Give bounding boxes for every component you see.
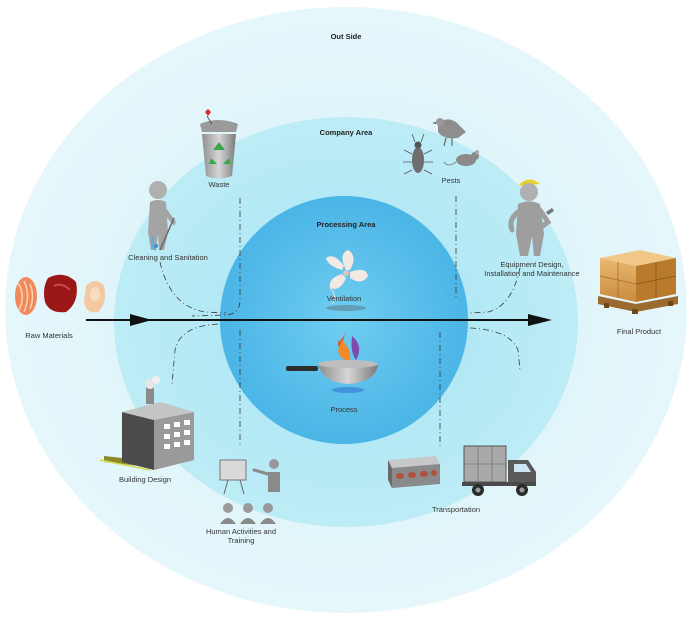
transport-truck-icon <box>462 445 536 496</box>
factory-building-icon <box>99 376 194 471</box>
conveyor-icon <box>388 456 440 488</box>
ventilation-fan-icon <box>326 250 368 311</box>
maintenance-worker-icon <box>508 179 554 256</box>
company-zone-label: Company Area <box>319 128 373 137</box>
outside-zone-label: Out Side <box>330 32 362 41</box>
final-product-pallet-icon <box>598 250 678 314</box>
process-label: Process <box>330 405 358 414</box>
pests-label: Pests <box>441 176 461 185</box>
flow-arrow-icon <box>86 314 552 326</box>
trash-bin-icon <box>200 109 238 179</box>
transportation-label: Transportation <box>431 505 481 514</box>
human-activities-label-line1: Human Activities and <box>205 527 277 536</box>
ventilation-label: Ventilation <box>326 294 362 303</box>
building-design-label: Building Design <box>118 475 172 484</box>
training-people-icon <box>219 459 280 524</box>
raw-materials-label: Raw Materials <box>25 331 73 340</box>
processing-zone-label: Processing Area <box>316 220 376 229</box>
connector-lines <box>159 196 521 446</box>
raw-meat-icon <box>15 274 106 315</box>
cleaning-label: Cleaning and Sanitation <box>128 253 208 262</box>
cleaning-worker-icon <box>148 181 176 251</box>
human-activities-label-line2: Training <box>227 536 255 545</box>
pests-icon <box>403 118 479 175</box>
final-product-label: Final Product <box>616 327 662 336</box>
waste-label: Waste <box>208 180 230 189</box>
equipment-label-line1: Equipment Design, <box>500 260 564 269</box>
equipment-label-line2: Installation and Maintenance <box>484 269 580 278</box>
cooking-pan-icon <box>286 332 378 393</box>
